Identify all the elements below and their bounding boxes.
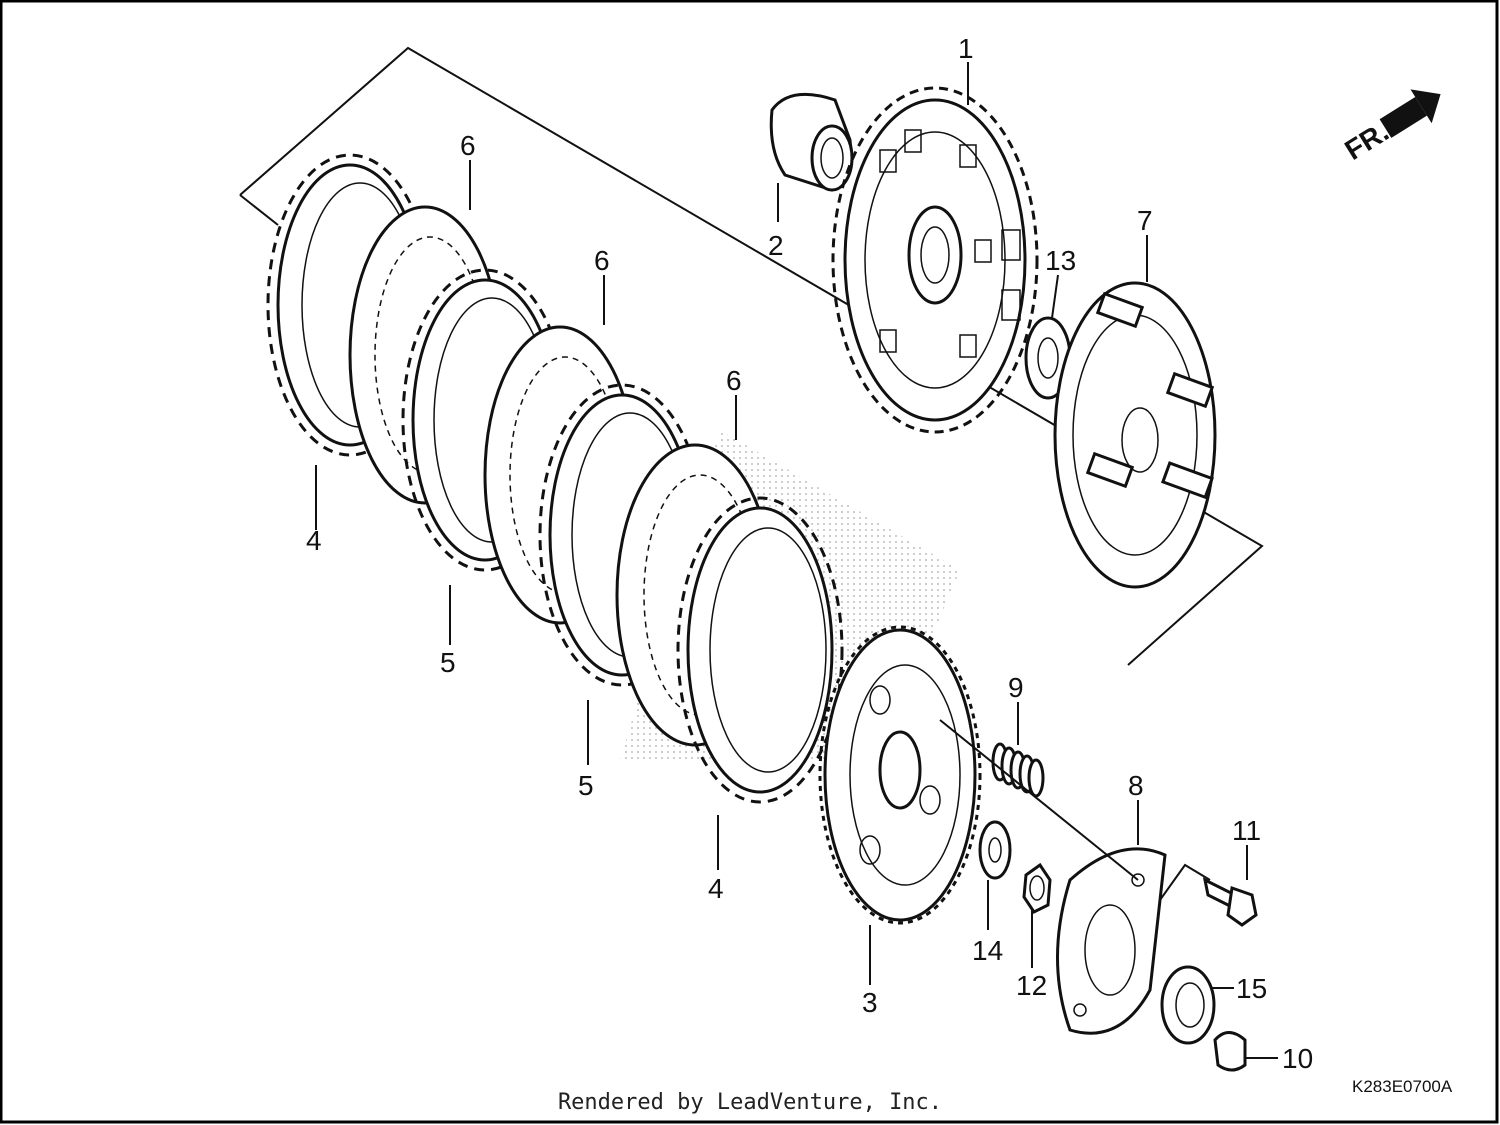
friction-disc-part-4b [676, 496, 844, 804]
callout-13: 13 [1045, 245, 1076, 276]
pressure-center-part-7 [1053, 281, 1217, 589]
callout-4a: 4 [306, 525, 322, 556]
collar-part-2 [769, 92, 854, 192]
bearing-part-15 [1160, 965, 1216, 1045]
drawing-code: K283E0700A [1352, 1077, 1453, 1096]
callout-9: 9 [1008, 672, 1024, 703]
callout-12: 12 [1016, 970, 1047, 1001]
bolt-part-11 [1202, 877, 1258, 927]
nut-part-12 [1022, 862, 1052, 914]
callout-6b: 6 [594, 245, 610, 276]
lifter-plate-part-8 [1056, 847, 1167, 1035]
callout-5a: 5 [440, 647, 456, 678]
clutch-center-part-3 [818, 625, 982, 925]
callout-15: 15 [1236, 973, 1267, 1004]
callout-2: 2 [768, 230, 784, 261]
spring-part-9 [991, 742, 1045, 798]
bracket-tick [239, 194, 279, 226]
callout-10: 10 [1282, 1043, 1313, 1074]
plate-group-bracket [239, 46, 1264, 666]
front-arrow-icon: FR. [1339, 89, 1441, 166]
clutch-outer-gear-part-1 [831, 86, 1039, 434]
callout-6a: 6 [460, 130, 476, 161]
lifter-piece-part-10 [1213, 1031, 1247, 1072]
footer-credit: Rendered by LeadVenture, Inc. [557, 1090, 943, 1115]
leader-lines [315, 62, 1278, 1059]
callout-14: 14 [972, 935, 1003, 966]
washer-part-14 [978, 820, 1012, 880]
callout-5b: 5 [578, 770, 594, 801]
callout-7: 7 [1137, 205, 1153, 236]
callout-11: 11 [1232, 815, 1261, 846]
callout-1: 1 [958, 33, 974, 64]
callout-8: 8 [1128, 770, 1144, 801]
callout-3: 3 [862, 987, 878, 1018]
callout-6c: 6 [726, 365, 742, 396]
callout-4b: 4 [708, 873, 724, 904]
